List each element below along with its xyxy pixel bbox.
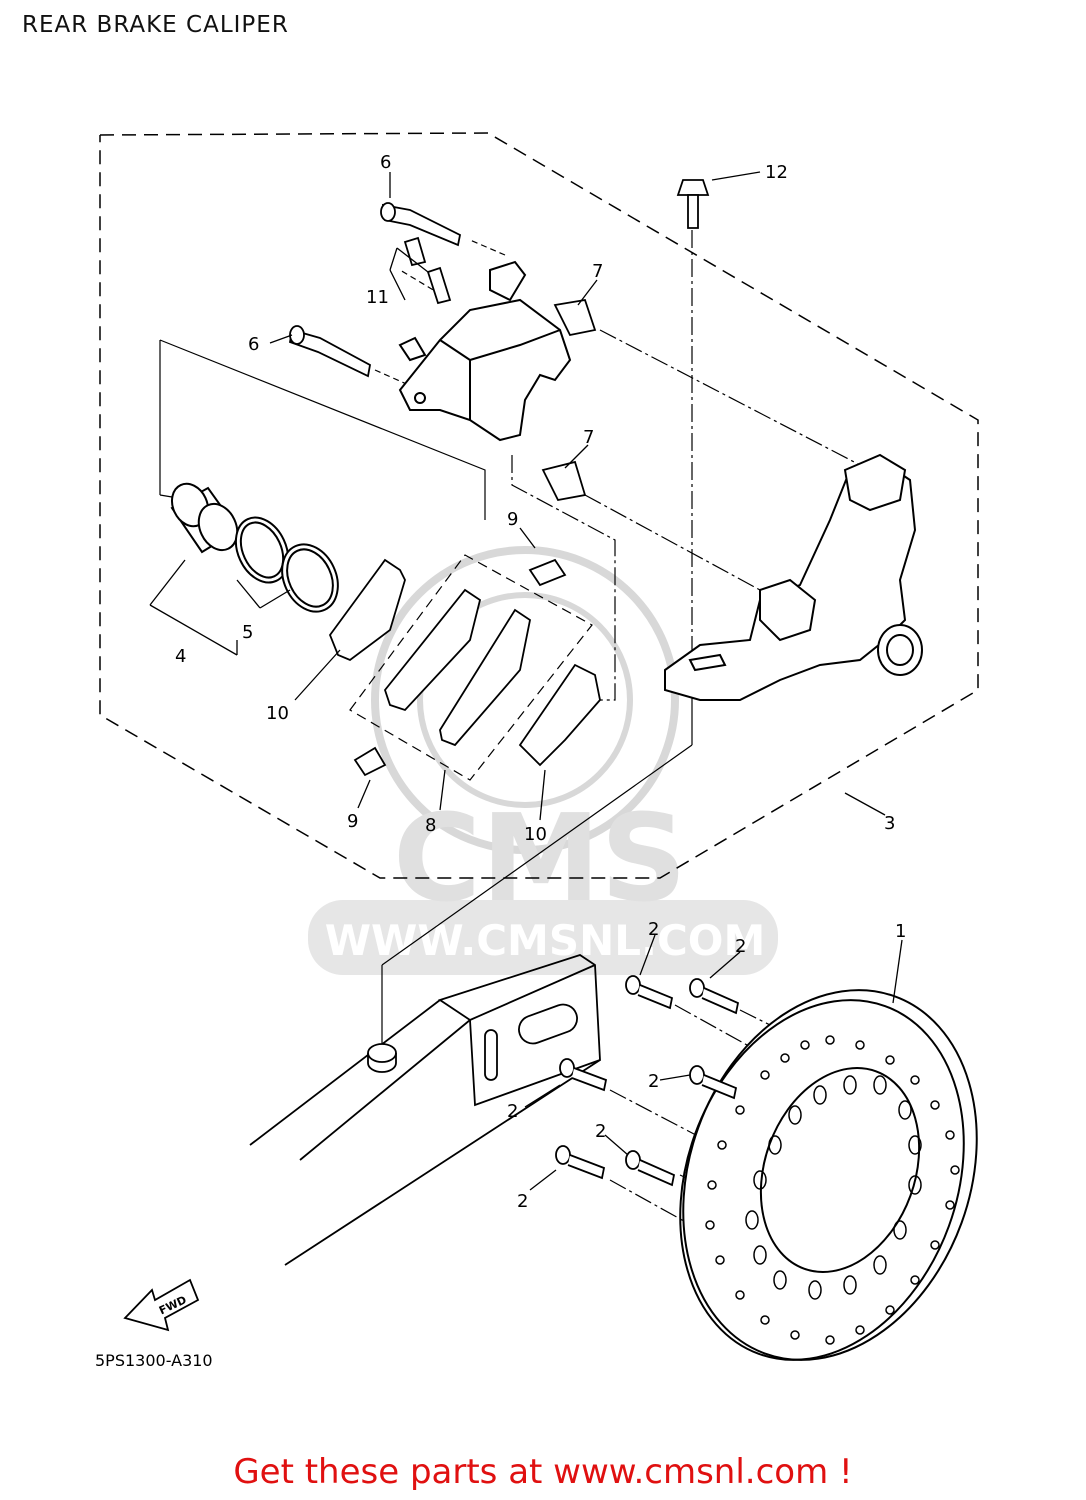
brake-disc-holes bbox=[705, 1035, 960, 1345]
disc-bolts bbox=[555, 975, 740, 1187]
caliper-assembly-outline bbox=[99, 132, 979, 879]
fwd-arrow bbox=[123, 1278, 200, 1332]
callout-8: 8 bbox=[425, 815, 436, 836]
callout-11: 11 bbox=[366, 287, 389, 308]
callout-6-top: 6 bbox=[380, 152, 391, 173]
callout-2-b: 2 bbox=[735, 936, 746, 957]
callout-leaders bbox=[149, 171, 903, 1191]
callout-6-lower: 6 bbox=[248, 334, 259, 355]
callout-7-lower: 7 bbox=[583, 427, 594, 448]
pad-kit-outline bbox=[349, 554, 593, 781]
pads-and-shims bbox=[328, 558, 601, 777]
callout-10-left: 10 bbox=[266, 703, 289, 724]
callout-5: 5 bbox=[242, 622, 253, 643]
diagram-code: 5PS1300-A310 bbox=[95, 1351, 213, 1370]
watermark-url: WWW.CMSNL.COM bbox=[325, 916, 766, 965]
callout-9-bottom: 9 bbox=[347, 811, 358, 832]
callout-2-a: 2 bbox=[648, 919, 659, 940]
callout-10-right: 10 bbox=[524, 824, 547, 845]
watermark-brand: CMS bbox=[393, 790, 687, 929]
callout-4: 4 bbox=[175, 646, 186, 667]
watermark: CMS WWW.CMSNL.COM bbox=[308, 546, 778, 975]
callout-2-d: 2 bbox=[507, 1101, 518, 1122]
callout-2-e: 2 bbox=[595, 1121, 606, 1142]
callout-2-c: 2 bbox=[648, 1071, 659, 1092]
callout-2-f: 2 bbox=[517, 1191, 528, 1212]
footer-link[interactable]: Get these parts at www.cmsnl.com ! bbox=[233, 1452, 853, 1492]
callout-7-top: 7 bbox=[592, 261, 603, 282]
callout-1: 1 bbox=[895, 921, 906, 942]
hardware bbox=[288, 179, 710, 502]
swingarm bbox=[249, 954, 601, 1266]
caliper-bracket bbox=[664, 453, 923, 701]
piston-and-seals bbox=[170, 482, 339, 613]
callout-12: 12 bbox=[765, 162, 788, 183]
page-title: REAR BRAKE CALIPER bbox=[22, 12, 289, 38]
callout-3: 3 bbox=[884, 813, 895, 834]
caliper-body bbox=[398, 260, 572, 442]
callout-9-top: 9 bbox=[507, 509, 518, 530]
brake-disc bbox=[679, 989, 978, 1361]
